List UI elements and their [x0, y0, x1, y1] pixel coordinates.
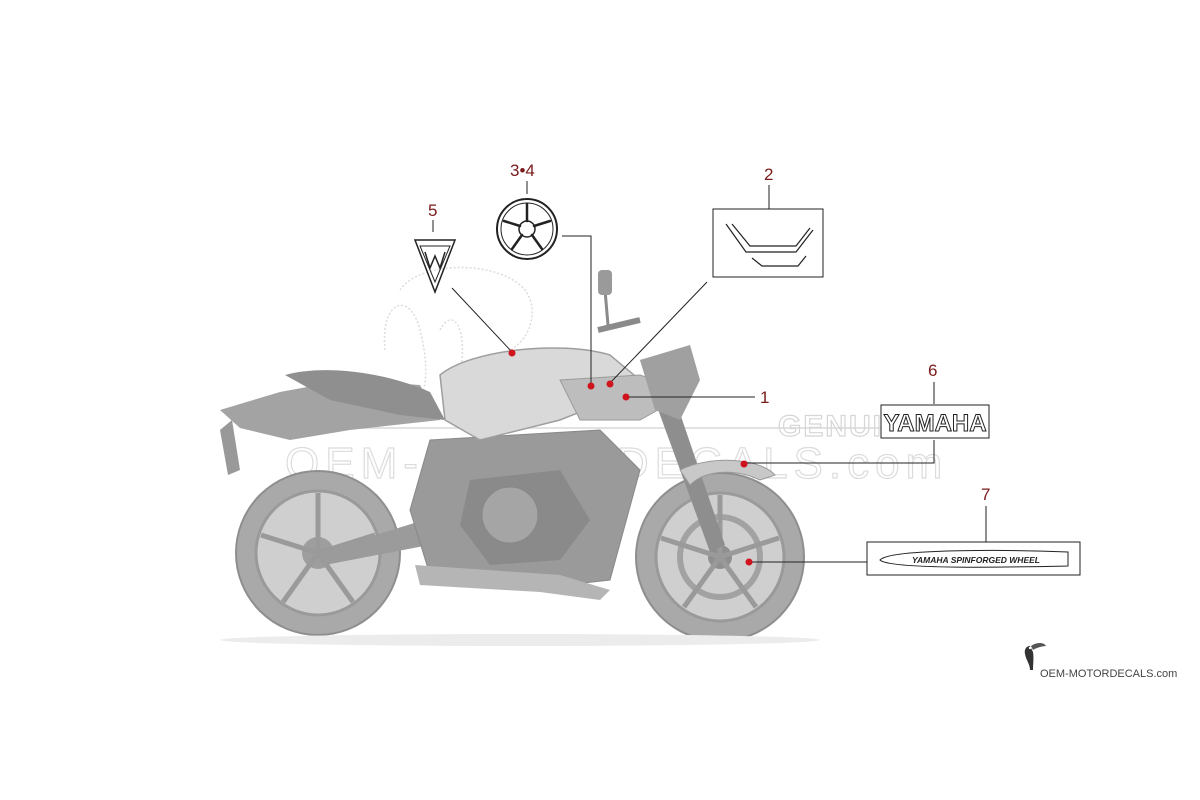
- engine-cover: [481, 486, 539, 544]
- mirror-stem: [603, 289, 610, 326]
- toucan-logo-icon: [1024, 643, 1046, 670]
- rear-hugger: [220, 420, 240, 475]
- stripe-decal-box: [712, 208, 824, 278]
- exhaust: [415, 565, 610, 600]
- headlight-cowl: [640, 345, 700, 420]
- genuine-watermark: GENUI: [778, 410, 883, 443]
- rear-spokes: [260, 493, 376, 604]
- mt-logo-decal: [413, 239, 457, 295]
- handlebar: [597, 317, 641, 333]
- yamaha-wordmark: YAMAHA: [883, 410, 986, 437]
- leader-3-4: [562, 235, 592, 385]
- leader-2: [609, 281, 708, 384]
- callout-2: 2: [764, 165, 773, 184]
- callout-1: 1: [760, 388, 769, 407]
- spinforged-swoosh: [879, 549, 1069, 568]
- stripe-decal: [725, 223, 814, 267]
- callout-7: 7: [981, 485, 990, 504]
- leader-dot-6: [740, 460, 748, 468]
- spinforged-text: YAMAHA SPINFORGED WHEEL: [912, 555, 1040, 565]
- callout-6: 6: [928, 361, 937, 380]
- tuning-fork-emblem: [496, 198, 558, 260]
- yamaha-decal-box: [880, 404, 990, 439]
- front-fender: [679, 459, 776, 486]
- motorcycle: [220, 270, 820, 646]
- leader-dot-5: [508, 349, 516, 357]
- callout-5: 5: [428, 201, 437, 220]
- leader-dot-2: [606, 380, 614, 388]
- callout-3-4: 3•4: [510, 161, 535, 180]
- spinforged-decal-box: [866, 541, 1081, 576]
- ground-shadow: [220, 634, 820, 646]
- leader-dot-3-4: [587, 382, 595, 390]
- leader-dot-7: [745, 558, 753, 566]
- brand-logo-text: OEM-MOTORDECALS.com: [1040, 668, 1178, 680]
- seat: [285, 370, 445, 420]
- leader-dot-1: [622, 393, 630, 401]
- mirror: [598, 270, 612, 295]
- leader-6: [744, 440, 935, 464]
- leader-5: [451, 287, 513, 353]
